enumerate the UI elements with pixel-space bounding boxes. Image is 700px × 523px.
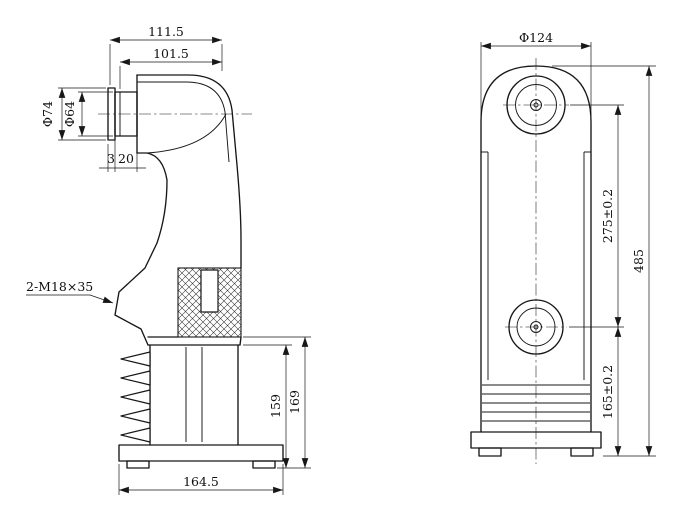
shed-fin bbox=[120, 351, 151, 367]
dim-collar-label: 3 bbox=[107, 151, 115, 166]
shed-fin bbox=[120, 427, 151, 443]
dim-collar-neck: 3 20 bbox=[99, 140, 146, 172]
dim-top-width-label: 111.5 bbox=[148, 24, 184, 39]
left-view: 111.5 101.5 Φ74 Φ64 bbox=[26, 24, 311, 495]
dim-skirt-height-label: 159 bbox=[268, 394, 283, 418]
bottom-terminal-circle bbox=[505, 299, 567, 355]
housing-outline bbox=[136, 74, 242, 269]
shed-fin bbox=[120, 408, 151, 424]
base-foot-front-left bbox=[478, 447, 502, 457]
right-view: Φ124 275±0.2 165±0.2 485 bbox=[470, 30, 656, 464]
dim-base-width: 164.5 bbox=[118, 464, 284, 495]
left-view-body bbox=[98, 74, 284, 469]
dim-base-center-height: 165±0.2 bbox=[600, 327, 656, 457]
dim-center-distance: 275±0.2 bbox=[569, 104, 624, 328]
dim-head-dia-label: Φ124 bbox=[519, 30, 553, 45]
base-foot-right bbox=[252, 460, 276, 469]
dim-center-distance-label: 275±0.2 bbox=[600, 189, 615, 243]
right-view-body bbox=[470, 58, 602, 464]
base-flange-front bbox=[470, 431, 602, 449]
thread-callout-label: 2-M18×35 bbox=[26, 279, 93, 294]
dim-flange-dia: Φ74 bbox=[40, 87, 106, 141]
dim-neck-label: 20 bbox=[118, 151, 134, 166]
dim-flange-dia-label: Φ74 bbox=[40, 101, 55, 127]
conductor-window bbox=[200, 269, 219, 313]
dim-base-width-label: 164.5 bbox=[183, 474, 219, 489]
pole-outline bbox=[480, 65, 592, 433]
shed-fin bbox=[120, 370, 151, 386]
dim-total-height: 485 bbox=[552, 65, 656, 456]
base-foot-front-right bbox=[570, 447, 594, 457]
dim-inner-width-label: 101.5 bbox=[153, 46, 189, 61]
dim-tube-dia: Φ64 bbox=[62, 91, 113, 137]
top-terminal-circle bbox=[503, 75, 569, 135]
elbow-inner-curve bbox=[146, 113, 227, 154]
dim-base-center-height-label: 165±0.2 bbox=[600, 365, 615, 419]
dim-tube-dia-label: Φ64 bbox=[62, 101, 77, 127]
dim-lower-height-label: 169 bbox=[287, 390, 302, 414]
mount-plate-right bbox=[239, 336, 242, 346]
body-left-outline bbox=[114, 152, 168, 346]
dim-skirt-height: 159 bbox=[243, 344, 292, 468]
dim-head-dia: Φ124 bbox=[480, 30, 592, 116]
base-flange bbox=[118, 444, 284, 462]
thread-callout: 2-M18×35 bbox=[26, 279, 114, 304]
base-foot-left bbox=[126, 460, 150, 469]
dim-total-height-label: 485 bbox=[631, 249, 646, 273]
dim-inner-width: 101.5 bbox=[119, 46, 222, 89]
housing-inner-contour bbox=[137, 81, 230, 163]
left-view-dimensions: 111.5 101.5 Φ74 Φ64 bbox=[26, 24, 311, 495]
dim-top-width: 111.5 bbox=[109, 24, 223, 85]
shed-fin bbox=[120, 389, 151, 405]
right-view-dimensions: Φ124 275±0.2 165±0.2 485 bbox=[480, 30, 656, 457]
